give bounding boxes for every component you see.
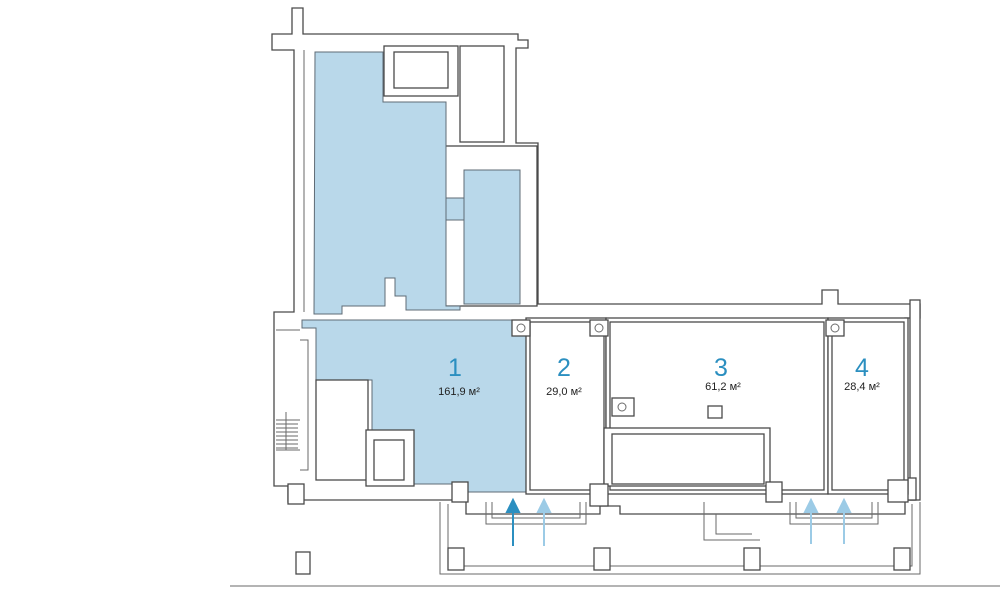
facade-columns [287, 479, 909, 507]
unit-4-area-label: 28,4 м² [844, 381, 880, 393]
toilet-icon [825, 319, 845, 337]
unit-2-area[interactable] [525, 317, 607, 495]
entrance-arrow-icon [505, 497, 521, 546]
unit-1-area-label: 161,9 м² [438, 386, 480, 398]
unit-3-area[interactable] [603, 317, 829, 495]
entrance-arrow-icon [536, 497, 552, 546]
toilet-icon [589, 319, 609, 337]
unit-3-number: 3 [714, 354, 728, 382]
unit-4-area[interactable] [827, 317, 909, 495]
unit-1-number: 1 [448, 354, 462, 382]
stairs-icon [276, 412, 298, 450]
sink-icon [611, 397, 635, 417]
unit-4-number: 4 [855, 354, 869, 382]
entrance-arrow-icon [836, 497, 852, 544]
toilet-icon [511, 319, 531, 337]
unit-1-inner-walls [276, 329, 415, 487]
unit-2-number: 2 [557, 354, 571, 382]
unit-2-area-label: 29,0 м² [546, 386, 582, 398]
entrance-arrow-icon [803, 497, 819, 544]
unit-3-area-label: 61,2 м² [705, 381, 741, 393]
exterior-terrace [230, 502, 1000, 587]
unit-1-area[interactable] [301, 51, 527, 493]
